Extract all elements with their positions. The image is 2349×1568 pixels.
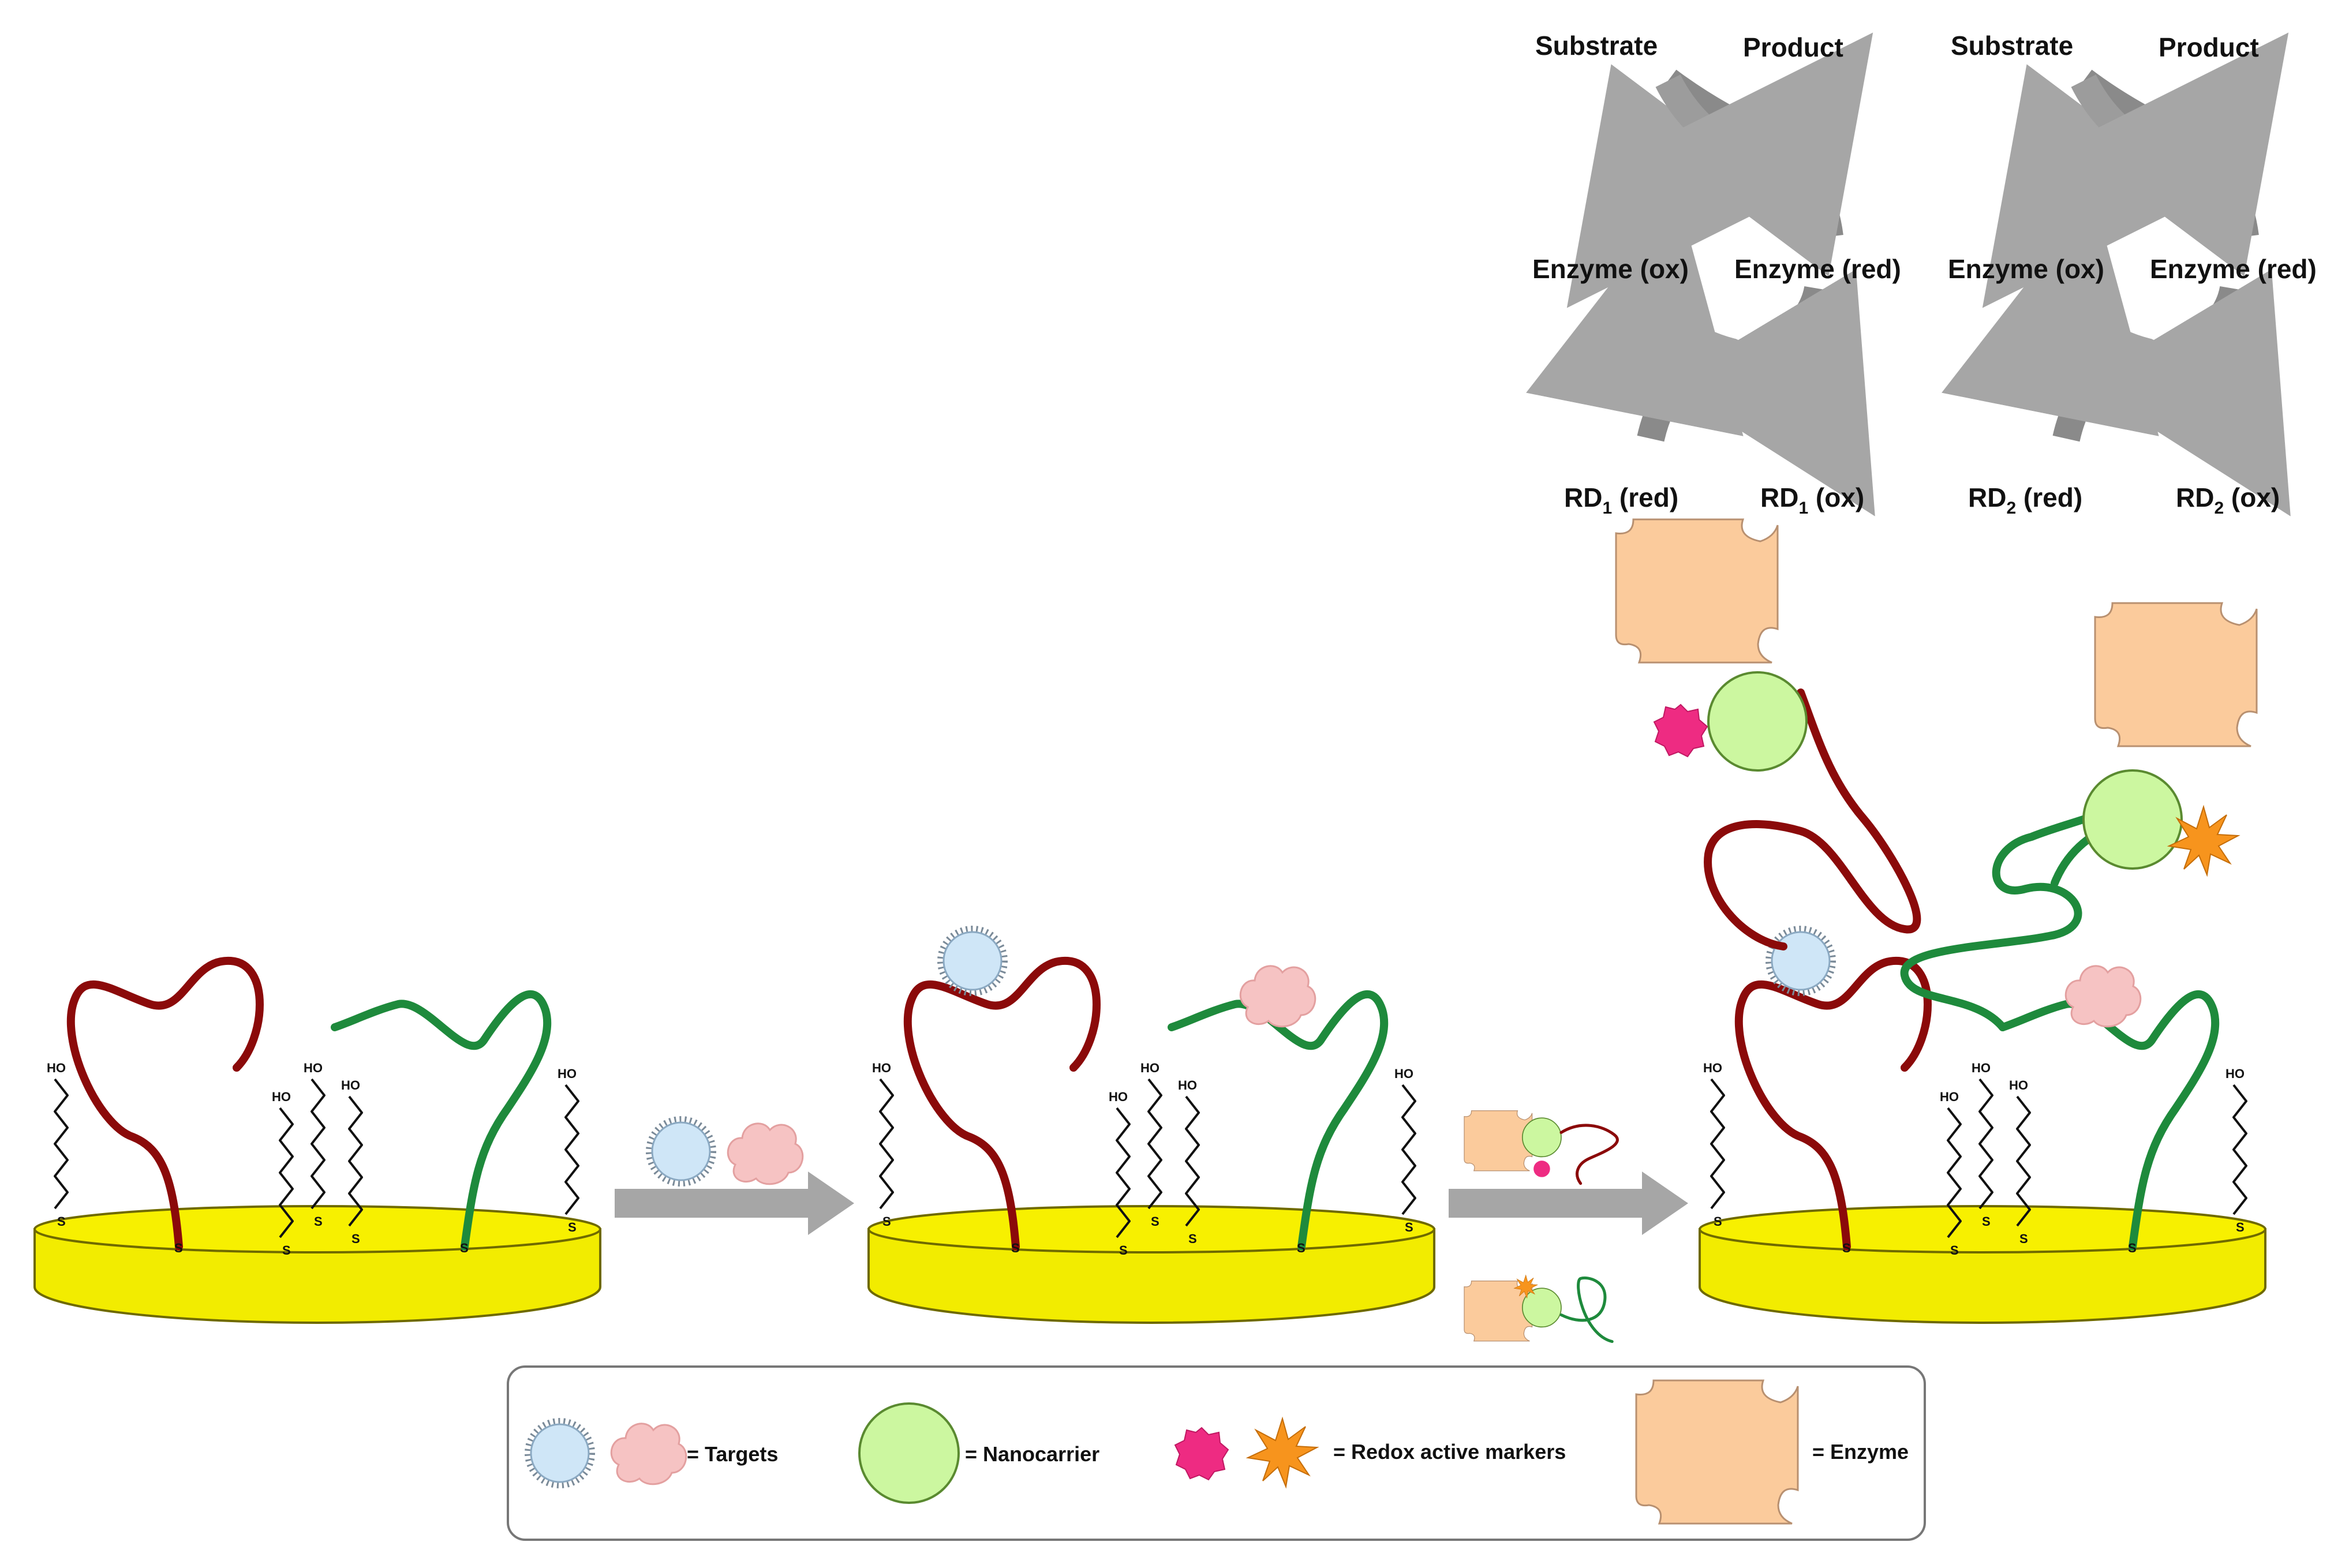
probe-anchor-1a: S xyxy=(174,1241,183,1255)
target-blue-bound-3 xyxy=(1768,929,1833,993)
red-probe-1 xyxy=(66,956,264,1251)
nanocarrier-1 xyxy=(1707,671,1808,772)
redox-marker-magenta-1 xyxy=(1654,704,1708,757)
legend: = Targets = Nanocarrier = Redox active m… xyxy=(507,1365,1926,1541)
cycle-2-rd-ox: RD2 (ox) xyxy=(2176,482,2280,518)
target-pink-bound-3 xyxy=(2064,965,2142,1028)
cycle-1-rd-red: RD1 (red) xyxy=(1564,482,1678,518)
enzymatic-cycle-1: Substrate Product Enzyme (ox) Enzyme (re… xyxy=(1526,31,1901,518)
linker-2a xyxy=(871,1060,894,1230)
green-conjugate-in-arrow xyxy=(1464,1275,1614,1344)
nanocarrier-2 xyxy=(2082,769,2183,870)
legend-enzyme-label: = Enzyme xyxy=(1812,1440,1909,1464)
red-probe-2 xyxy=(903,956,1101,1251)
linker-2c xyxy=(1139,1060,1162,1230)
red-conjugate-in-arrow xyxy=(1464,1110,1619,1185)
target-pink-in-arrow xyxy=(727,1122,804,1185)
enzyme-1 xyxy=(1615,518,1779,664)
probe-anchor-1b: S xyxy=(460,1241,469,1255)
cycle-1-rd-ox: RD1 (ox) xyxy=(1760,482,1864,518)
target-blue-in-arrow xyxy=(649,1119,713,1184)
cycle-2-substrate: Substrate xyxy=(1951,31,2073,61)
panel-bare-electrode: S S xyxy=(33,956,601,1324)
cycle-2-product: Product xyxy=(2159,32,2259,62)
probe-anchor-3a: S xyxy=(1842,1241,1851,1255)
legend-targets-label: = Targets xyxy=(687,1442,778,1466)
cycle-1-product: Product xyxy=(1743,32,1843,62)
linker-1a xyxy=(46,1060,69,1230)
cycle-2-enzyme-ox: Enzyme (ox) xyxy=(1948,254,2104,284)
probe-anchor-2a: S xyxy=(1011,1241,1020,1255)
probe-anchor-3b: S xyxy=(2128,1241,2137,1255)
cycle-1-substrate: Substrate xyxy=(1535,31,1658,61)
target-blue-bound-2 xyxy=(940,929,1005,993)
linker-1e xyxy=(556,1065,579,1236)
legend-nanocarrier-label: = Nanocarrier xyxy=(965,1442,1099,1466)
cycle-1-enzyme-red: Enzyme (red) xyxy=(1734,254,1901,284)
green-capture-probe-3 xyxy=(1999,990,2220,1251)
legend-markers-label: = Redox active markers xyxy=(1333,1440,1566,1464)
red-capture-probe-3 xyxy=(1734,956,1932,1251)
legend-enzyme xyxy=(1635,1379,1799,1525)
enzyme-2 xyxy=(2094,602,2258,747)
linker-3c xyxy=(1970,1060,1993,1230)
red-detection-probe-3 xyxy=(1704,688,1921,950)
linker-3a xyxy=(1702,1060,1725,1230)
cycle-2-rd-red: RD2 (red) xyxy=(1968,482,2082,518)
cycle-1-enzyme-ox: Enzyme (ox) xyxy=(1532,254,1689,284)
process-arrow-2 xyxy=(1449,1110,1688,1344)
target-pink-bound-2 xyxy=(1239,965,1316,1028)
process-arrow-1 xyxy=(615,1119,854,1235)
panel-sandwich-assay: S S xyxy=(1615,518,2266,1324)
green-probe-2 xyxy=(1168,990,1389,1251)
enzymatic-cycle-2: Substrate Product Enzyme (ox) Enzyme (re… xyxy=(1942,31,2317,518)
legend-nanocarrier xyxy=(858,1402,960,1504)
linker-3e xyxy=(2224,1065,2247,1236)
linker-2e xyxy=(1393,1065,1416,1236)
probe-anchor-2b: S xyxy=(1297,1241,1306,1255)
green-probe-1 xyxy=(331,990,552,1251)
cycle-2-enzyme-red: Enzyme (red) xyxy=(2150,254,2317,284)
panel-target-binding: S S xyxy=(867,929,1435,1324)
green-detection-probe-3 xyxy=(1900,804,2116,1031)
linker-1c xyxy=(302,1060,326,1230)
